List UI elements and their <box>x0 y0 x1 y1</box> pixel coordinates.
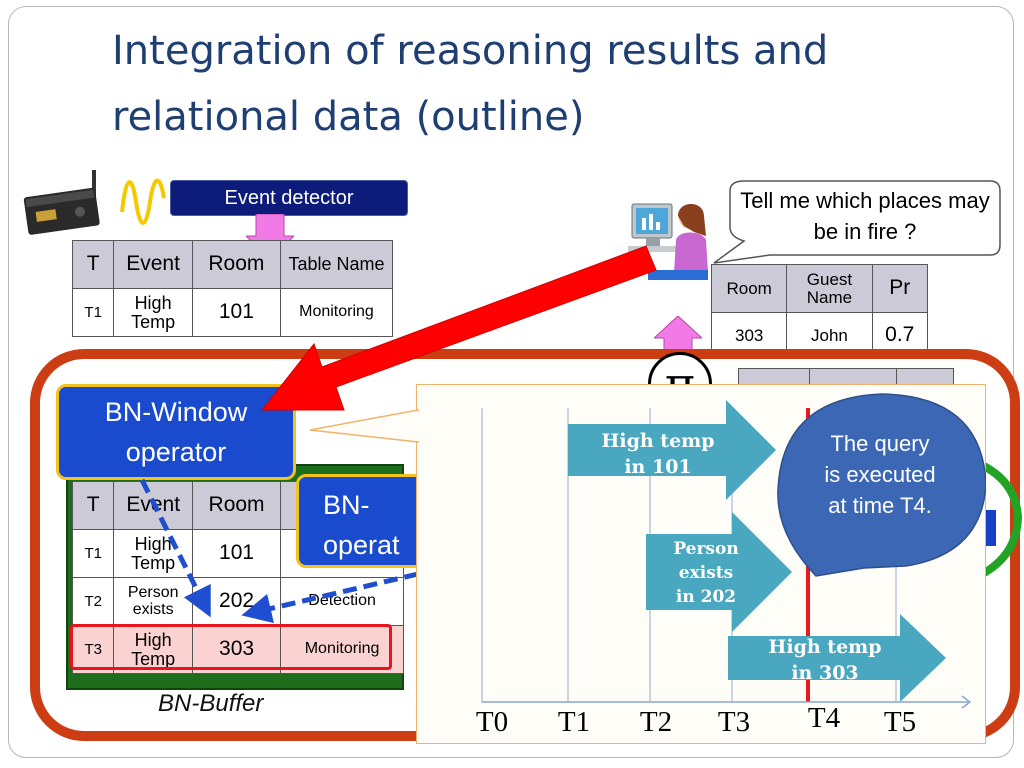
buffer-table-cell: High Temp <box>113 625 193 674</box>
slide-title: Integration of reasoning results and rel… <box>112 18 992 150</box>
bn-window-line2: operator <box>125 437 227 467</box>
event-table-cell: 101 <box>191 288 281 337</box>
callout-line: is executed <box>824 461 936 487</box>
event-label-101: High temp in 101 <box>576 428 740 480</box>
result-table-header: Room <box>710 264 788 313</box>
tick-label: T0 <box>475 706 509 738</box>
event-arrow-202 <box>646 512 792 632</box>
tick-label: T4 <box>807 702 841 734</box>
event-label-line: High temp <box>768 636 882 658</box>
bn-window-line1: BN-Window <box>104 397 248 427</box>
bn-operator-second-line1: BN- <box>323 490 370 520</box>
callout-line: The query <box>830 430 930 456</box>
title-line-2: relational data (outline) <box>112 94 585 140</box>
title-line-1: Integration of reasoning results and <box>112 28 829 74</box>
event-arrow-303 <box>728 614 946 702</box>
bn-buffer-label: BN-Buffer <box>158 690 264 717</box>
buffer-table-cell: T3 <box>71 625 115 674</box>
result-table-header: Pr <box>871 264 929 313</box>
event-table: T Event Room Table Name T1 High Temp 101… <box>71 240 394 337</box>
buffer-table-cell: 101 <box>191 529 282 578</box>
buffer-table-cell: Monitoring <box>280 625 404 674</box>
event-table-header: Event <box>113 240 193 289</box>
callout-line: at time T4. <box>828 492 932 518</box>
buffer-table-cell: 303 <box>191 625 282 674</box>
event-label-line: High temp <box>601 430 715 452</box>
tick-label: T2 <box>639 706 673 738</box>
user-at-computer-icon <box>628 203 708 280</box>
event-label-303: High temp in 303 <box>742 634 908 686</box>
sensor-device-icon <box>23 170 166 235</box>
event-label-line: in 101 <box>624 456 692 478</box>
buffer-table-header: Room <box>191 481 282 530</box>
highlighted-row-outline <box>70 624 392 670</box>
event-label-line: in 202 <box>675 587 737 607</box>
event-arrow-101 <box>568 400 776 500</box>
dashed-arrow-down <box>139 478 211 618</box>
callout-text: The query is executed at time T4. <box>790 426 970 522</box>
bn-operator-second-line2: operat <box>323 530 400 560</box>
speech-bubble-text: Tell me which places may be in fire ? <box>740 188 990 244</box>
event-detector-label: Event detector <box>170 180 408 216</box>
event-table-header: Table Name <box>279 240 394 289</box>
event-table-cell: Monitoring <box>279 288 394 337</box>
callout-bubble-shape <box>777 393 986 577</box>
event-label-line: in 303 <box>791 662 859 684</box>
bn-operator-second: BN- operat <box>296 474 436 568</box>
event-table-header: Room <box>191 240 281 289</box>
tick-label: T5 <box>883 706 917 738</box>
buffer-table-cell: T1 <box>71 529 115 578</box>
bn-window-operator: BN-Window operator <box>56 384 296 480</box>
buffer-table: T Event Room T1 High Temp 101 T2 Person … <box>71 481 404 674</box>
event-label-line: exists <box>678 563 734 583</box>
event-label-line: Person <box>673 539 739 559</box>
dashed-arrow-left <box>241 571 419 624</box>
result-table-header: Guest Name <box>786 264 873 313</box>
event-table-header: T <box>71 240 115 289</box>
buffer-table-cell: Person exists <box>113 577 193 626</box>
tick-label: T3 <box>717 706 751 738</box>
event-table-cell: High Temp <box>113 288 193 337</box>
timeline-chart <box>481 393 986 709</box>
tick-label: T1 <box>557 706 591 738</box>
red-query-arrow <box>260 245 657 411</box>
buffer-table-header: Event <box>113 481 193 530</box>
event-label-202: Person exists in 202 <box>646 538 766 608</box>
speech-bubble-shape <box>713 180 1001 264</box>
event-table-cell: T1 <box>71 288 115 337</box>
popup-pointer-shape <box>309 409 422 443</box>
